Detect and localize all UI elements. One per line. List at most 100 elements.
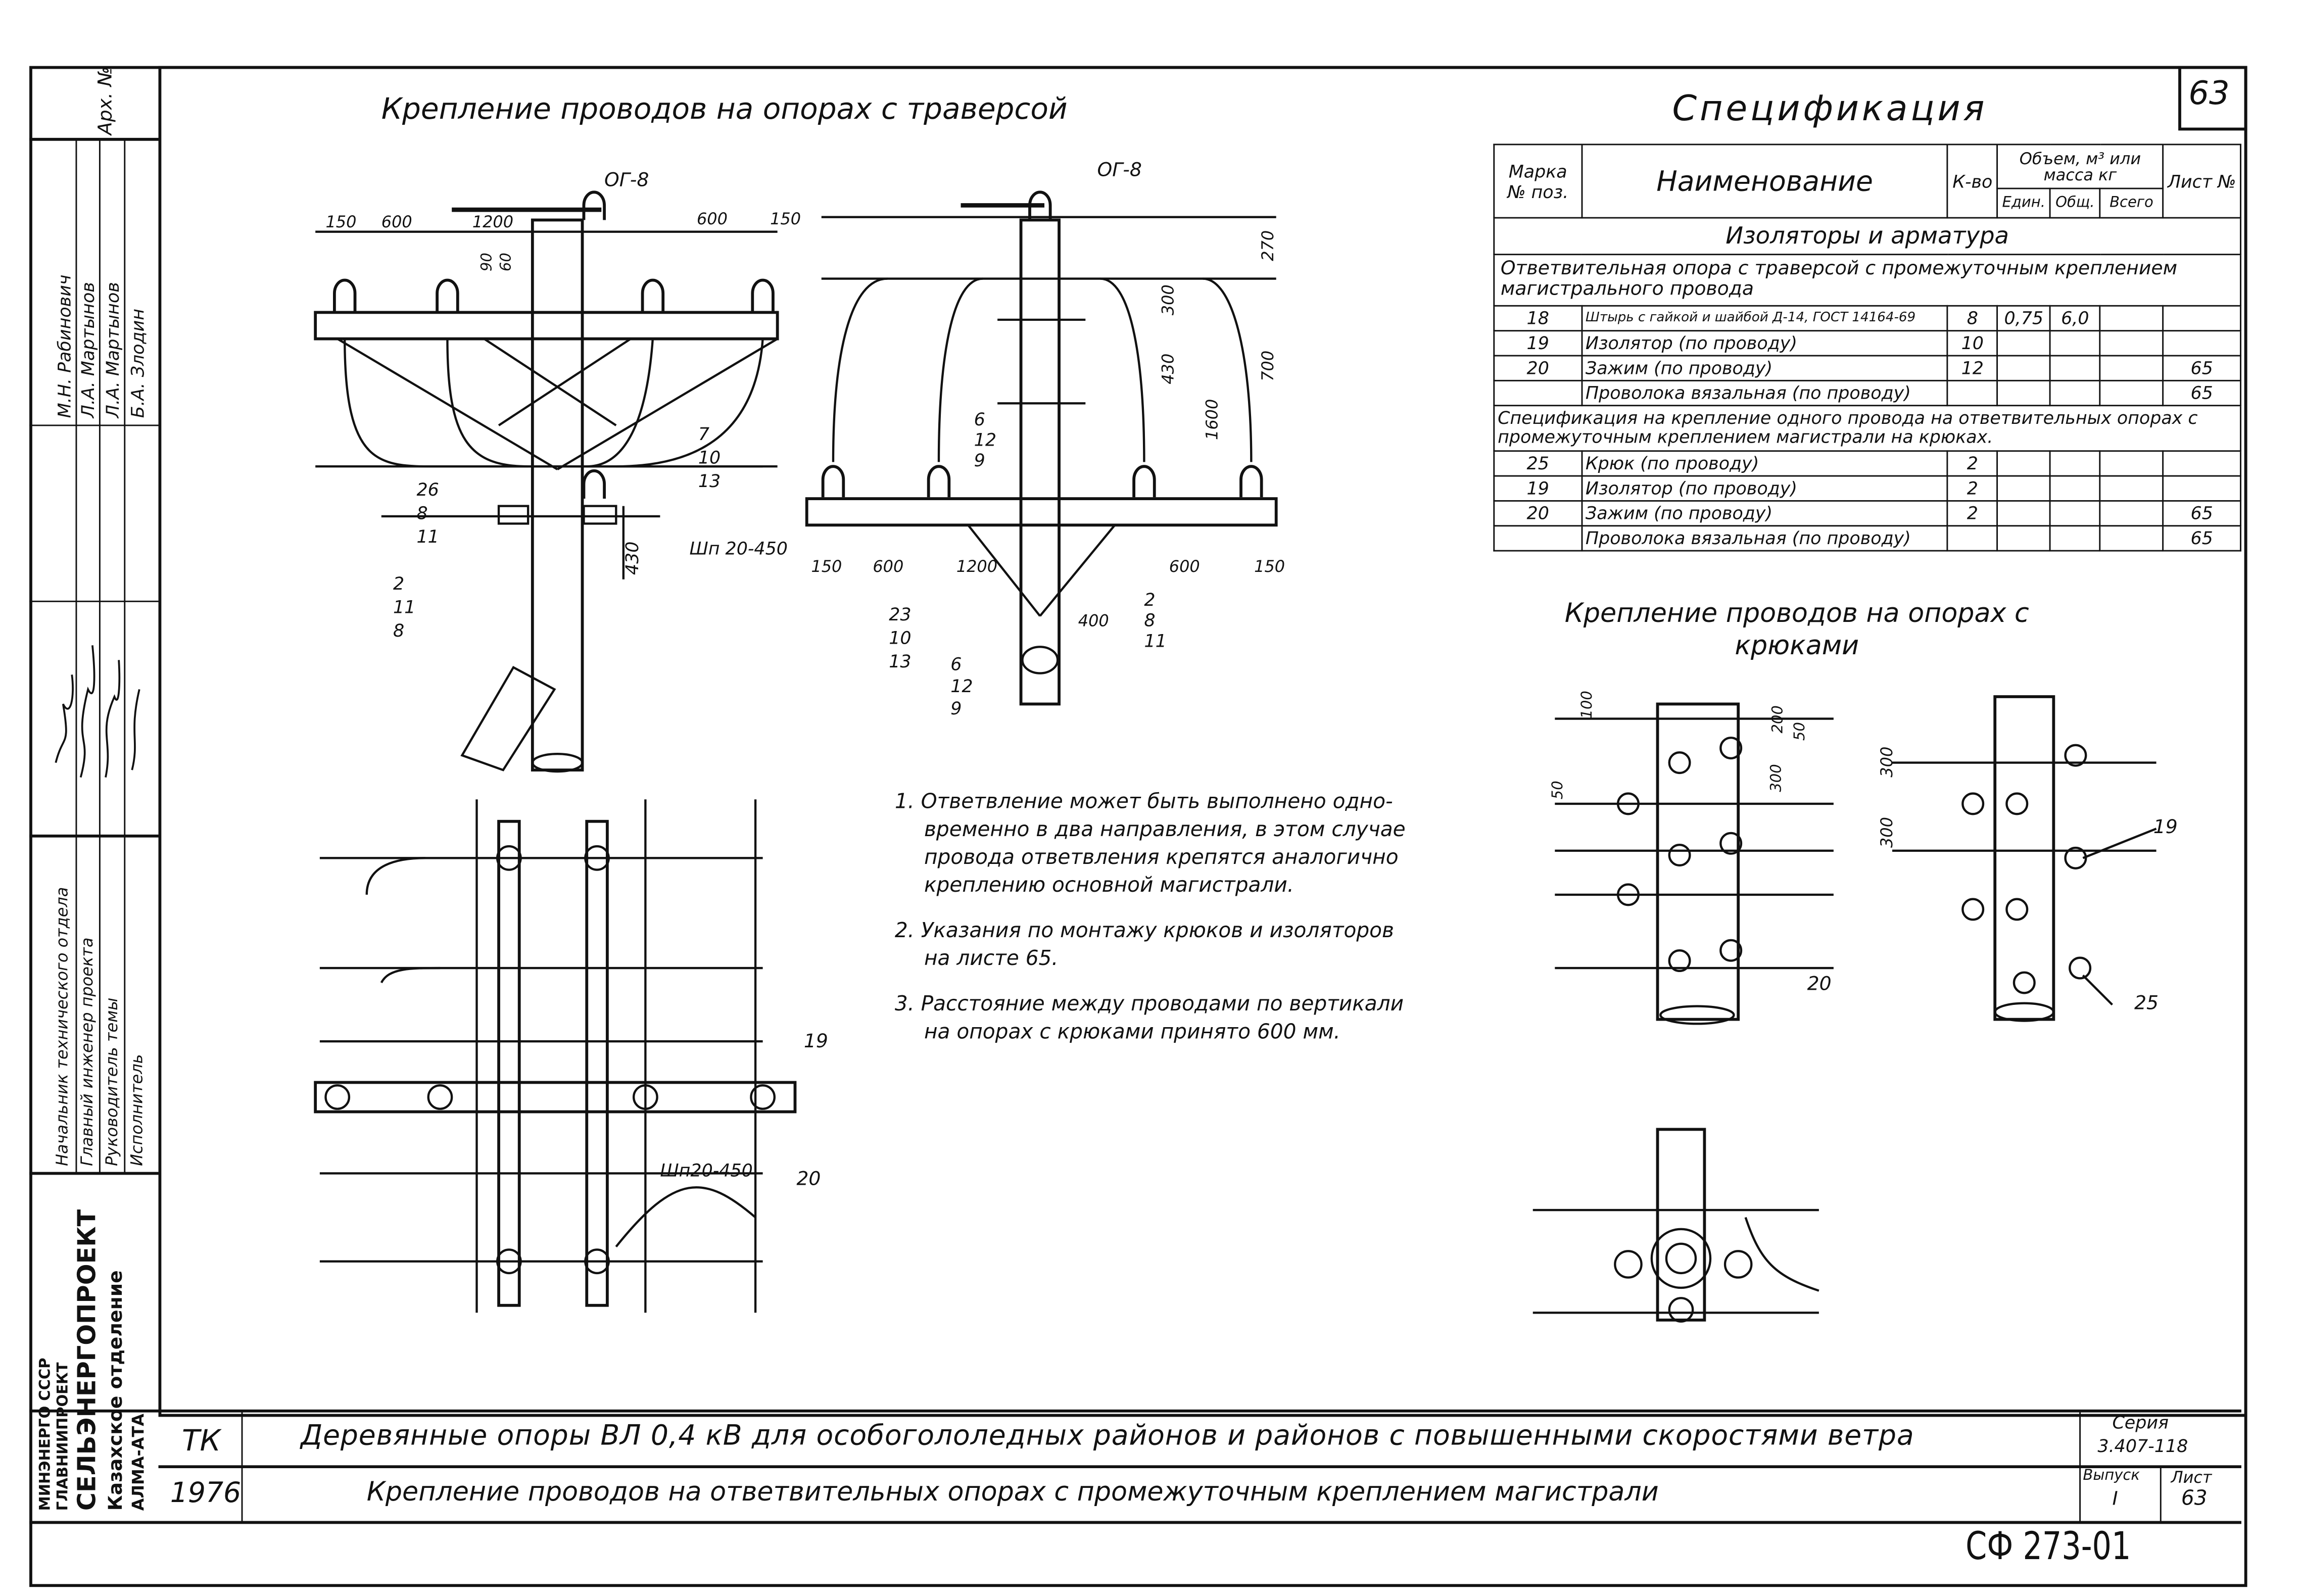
label: 430 <box>622 542 643 575</box>
label: 8 <box>393 621 404 641</box>
spec-cell-name: Изолятор (по проводу) <box>1581 330 1949 357</box>
label: 300 <box>1877 817 1896 848</box>
spec-cell-total <box>2049 450 2101 477</box>
spec-cell-qty: 10 <box>1947 330 1998 357</box>
spec-cell-sheet <box>2162 330 2241 357</box>
org-name: СЕЛЬЭНЕРГОПРОЕКТ <box>73 1209 103 1511</box>
spec-cell-mark: 25 <box>1493 450 1583 477</box>
spec-cell-sheet: 65 <box>2162 355 2241 381</box>
spec-cell-name: Зажим (по проводу) <box>1581 500 1949 527</box>
spec-cell-unit <box>1996 475 2051 502</box>
label: 9 <box>950 699 962 719</box>
footer-code: СФ 273-01 <box>1966 1525 2131 1570</box>
note-line: на листе 65. <box>924 947 1059 971</box>
spec-cell-unit <box>1996 379 2051 407</box>
label: 400 <box>1078 611 1109 631</box>
label: 200 <box>1768 705 1786 733</box>
spec-cell-mark: 19 <box>1493 330 1583 357</box>
spec-cell-sheet <box>2162 305 2241 332</box>
spec-cell-unit: 0,75 <box>1996 305 2051 332</box>
label: 12 <box>950 676 973 697</box>
label: 8 <box>416 504 427 524</box>
spec-cell-total <box>2049 330 2101 357</box>
label: 60 <box>497 253 514 271</box>
spec-cell-sheet <box>2162 450 2241 477</box>
label: 300 <box>1877 747 1896 778</box>
label: 11 <box>416 527 439 547</box>
main-field-frame <box>158 66 2247 1417</box>
label: 6 <box>950 655 962 675</box>
label: 26 <box>416 480 439 500</box>
spec-cell-total <box>2049 525 2101 552</box>
note-line: креплению основной магистрали. <box>924 874 1294 898</box>
spec-cell-all <box>2099 355 2164 381</box>
spec-cell-all <box>2099 500 2164 527</box>
drawing-traverse-side: ОГ-8 270 300 430 700 1600 6 12 9 Шп 20-4… <box>689 158 1285 718</box>
stamp-name: Л.А. Мартынов <box>103 282 123 418</box>
label: 25 <box>2134 991 2159 1013</box>
spec-cell-total <box>2049 379 2101 407</box>
stamp-role: Исполнитель <box>127 1054 147 1166</box>
stamp-role: Главный инженер проекта <box>77 937 97 1166</box>
label: 6 <box>974 410 985 430</box>
spec-cell-qty: 2 <box>1947 475 1998 502</box>
spec-cell-unit <box>1996 355 2051 381</box>
spec-cell-unit <box>1996 500 2051 527</box>
spec-cell-name: Проволока вязальная (по проводу) <box>1581 379 1949 407</box>
label: 700 <box>1258 351 1277 381</box>
drawing-traverse-front: ОГ-8 150 600 1200 600 150 90 60 26 8 11 … <box>314 169 801 773</box>
label: 600 <box>381 212 412 231</box>
label: 270 <box>1258 230 1277 261</box>
spec-cell-mark: 20 <box>1493 500 1583 527</box>
note-line: 3. Расстояние между проводами по вертика… <box>894 993 1404 1017</box>
title-sub: Крепление проводов на ответвительных опо… <box>366 1477 1659 1508</box>
sheet-number: 63 <box>2188 76 2230 113</box>
stamp-name: М.Н. Рабинович <box>54 274 75 418</box>
label: 1600 <box>1203 399 1222 440</box>
notes: 1. Ответвление может быть выполнено одно… <box>895 789 1406 1047</box>
org-city: АЛМА-АТА <box>129 1413 149 1511</box>
label: 300 <box>1767 764 1784 792</box>
issue-value: I <box>2112 1488 2118 1511</box>
sheet-value: 63 <box>2181 1487 2208 1511</box>
title-main: Деревянные опоры ВЛ 0,4 кВ для особоголо… <box>301 1420 1914 1453</box>
section-title: Изоляторы и арматура <box>1493 217 2241 256</box>
spec-cell-sheet: 65 <box>2162 525 2241 552</box>
stamp-name: Б.А. Злодин <box>127 309 149 418</box>
col-mass: Объем, м³ или масса кг <box>1996 143 2164 189</box>
note-line: 2. Указания по монтажу крюков и изолятор… <box>894 920 1394 943</box>
label: 2 <box>1144 590 1155 610</box>
label: Шп20-450 <box>660 1160 752 1181</box>
spec-cell-unit <box>1996 450 2051 477</box>
col-unit: Един. <box>1996 187 2051 219</box>
label: 150 <box>1254 557 1285 576</box>
spec-cell-total <box>2049 500 2101 527</box>
col-mark: Марка № поз. <box>1493 143 1583 219</box>
label: 10 <box>698 448 721 468</box>
spec-cell-mark: 19 <box>1493 475 1583 502</box>
label: 100 <box>1578 691 1595 718</box>
org-ministry: МИНЭНЕРГО СССР <box>38 1358 55 1511</box>
org-branch: Казахское отделение <box>106 1270 128 1511</box>
spec-cell-total <box>2049 355 2101 381</box>
spec-cell-sheet <box>2162 475 2241 502</box>
spec-row: Проволока вязальная (по проводу)65 <box>1493 525 2241 552</box>
spec-cell-sheet: 65 <box>2162 500 2241 527</box>
stamp-role: Начальник технического отдела <box>53 887 72 1166</box>
spec-cell-qty: 12 <box>1947 355 1998 381</box>
label: 20 <box>1807 973 1832 995</box>
label: 12 <box>974 430 996 451</box>
spec-cell-name: Штырь с гайкой и шайбой Д-14, ГОСТ 14164… <box>1581 305 1949 332</box>
label: 1200 <box>956 557 997 576</box>
hooks-title: Крепление проводов на опорах с крюками <box>1564 598 2029 662</box>
label: 11 <box>393 597 415 617</box>
label: 1200 <box>472 212 513 231</box>
drawing-hooks: 100 200 50 50 300 20 300 300 19 25 <box>1532 691 2178 1323</box>
spec-cell-unit <box>1996 525 2051 552</box>
label: 9 <box>974 451 985 471</box>
sheet-label: Лист <box>2171 1468 2212 1487</box>
spec-cell-all <box>2099 330 2164 357</box>
label: 20 <box>796 1168 821 1190</box>
